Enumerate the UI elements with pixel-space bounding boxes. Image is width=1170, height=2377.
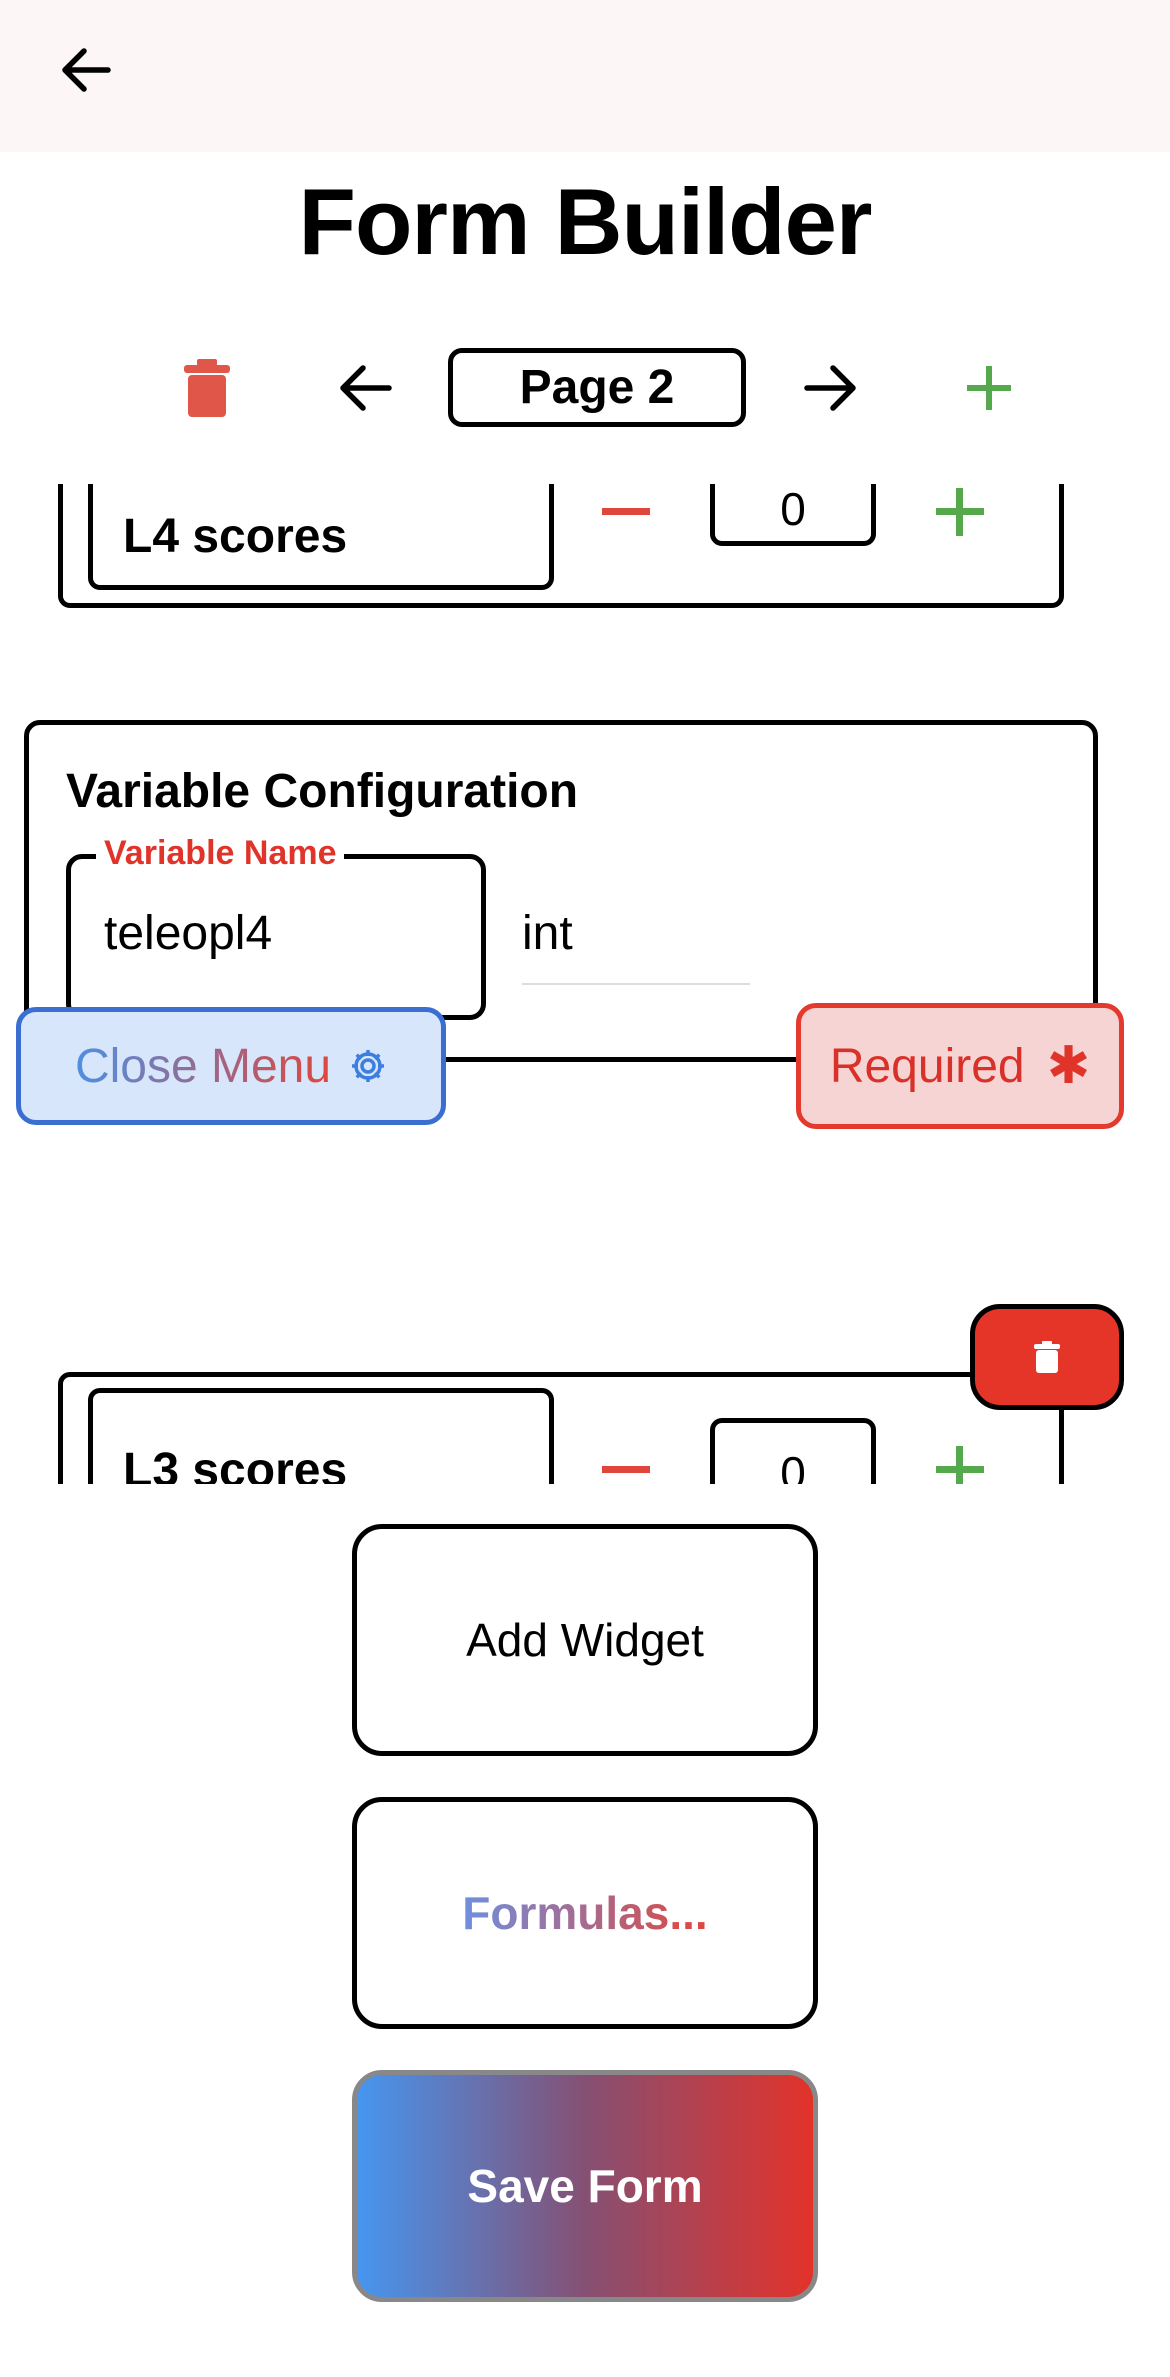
asterisk-icon: ✱ xyxy=(1046,1037,1091,1095)
variable-name-field[interactable] xyxy=(66,854,486,1020)
add-widget-label: Add Widget xyxy=(466,1614,704,1666)
variable-name-value[interactable]: teleopl4 xyxy=(104,907,273,960)
required-label: Required xyxy=(829,1039,1025,1093)
add-page-button[interactable] xyxy=(952,352,1026,424)
arrow-left-icon xyxy=(62,48,111,92)
trash-icon xyxy=(1034,1341,1060,1373)
widget-label[interactable]: L4 scores xyxy=(88,484,554,590)
close-menu-button[interactable]: Close Menu xyxy=(16,1007,446,1125)
widget-label-text: L3 scores xyxy=(123,1444,348,1484)
plus-icon xyxy=(967,366,1011,410)
counter-value[interactable]: 0 xyxy=(710,484,876,546)
increment-button[interactable] xyxy=(936,488,984,536)
widget-label[interactable]: L3 scores xyxy=(88,1388,554,1484)
page-title: Form Builder xyxy=(298,169,873,274)
counter-value[interactable]: 0 xyxy=(710,1418,876,1484)
formulas-button[interactable]: Formulas... xyxy=(352,1797,818,2029)
decrement-button[interactable] xyxy=(602,1466,650,1473)
decrement-button[interactable] xyxy=(602,508,650,515)
counter-widget[interactable] xyxy=(58,1372,1064,1484)
back-button[interactable] xyxy=(46,34,126,106)
arrow-right-icon xyxy=(804,365,856,411)
arrow-left-icon xyxy=(340,365,392,411)
app-bar xyxy=(0,0,1170,152)
save-form-label: Save Form xyxy=(467,2160,703,2212)
save-form-button[interactable]: Save Form xyxy=(352,2070,818,2302)
formulas-label: Formulas... xyxy=(462,1887,708,1939)
page-label[interactable]: Page 2 xyxy=(448,348,746,427)
delete-widget-button[interactable] xyxy=(970,1304,1124,1410)
increment-button[interactable] xyxy=(936,1446,984,1484)
trash-icon xyxy=(184,359,230,417)
delete-page-button[interactable] xyxy=(174,352,240,424)
variable-type-underline xyxy=(522,983,750,985)
variable-name-label: Variable Name xyxy=(96,834,345,873)
close-menu-label: Close Menu xyxy=(74,1039,332,1093)
previous-page-button[interactable] xyxy=(328,352,402,424)
widget-list[interactable]: L4 scores 0 L3 scores 0 xyxy=(0,484,1170,1484)
variable-configuration-title: Variable Configuration xyxy=(66,765,579,818)
required-toggle[interactable]: Required ✱ xyxy=(796,1003,1124,1129)
counter-widget[interactable] xyxy=(58,484,1064,608)
gear-icon xyxy=(352,1050,385,1082)
variable-type-value[interactable]: int xyxy=(522,907,573,960)
next-page-button[interactable] xyxy=(794,352,868,424)
add-widget-button[interactable]: Add Widget xyxy=(352,1524,818,1756)
widget-label-text: L4 scores xyxy=(123,510,348,563)
